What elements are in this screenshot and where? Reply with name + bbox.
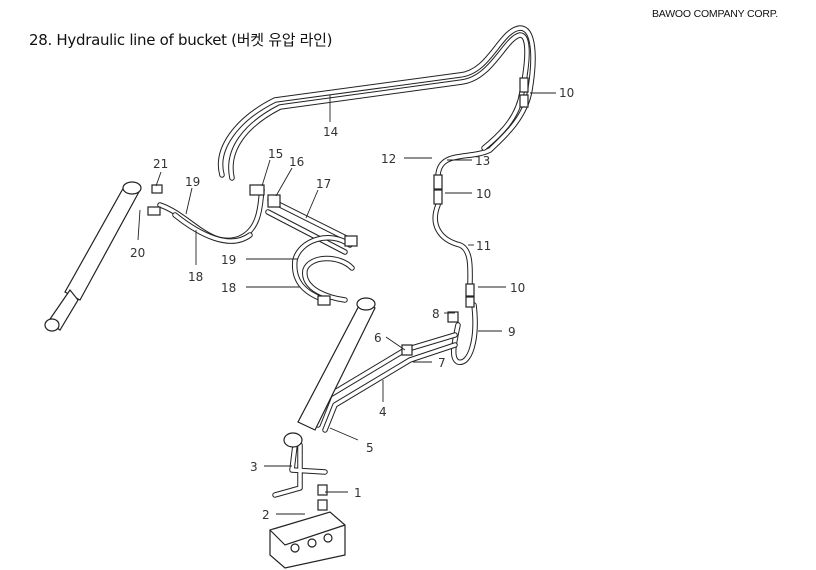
callout-18: 18 (188, 270, 203, 284)
callout-5: 5 (366, 441, 374, 455)
callout-19: 19 (221, 253, 236, 267)
callout-4: 4 (379, 405, 387, 419)
callout-8: 8 (432, 307, 440, 321)
callout-7: 7 (438, 356, 446, 370)
callout-18: 18 (221, 281, 236, 295)
control-valve (269, 511, 346, 569)
callout-10: 10 (559, 86, 574, 100)
page-title: 28. Hydraulic line of bucket (버켓 유압 라인) (29, 31, 333, 49)
callout-15: 15 (268, 147, 283, 161)
callout-16: 16 (289, 155, 304, 169)
callout-13: 13 (475, 154, 490, 168)
callout-2: 2 (262, 508, 270, 522)
callout-6: 6 (374, 331, 382, 345)
callout-9: 9 (508, 325, 516, 339)
callout-1: 1 (354, 486, 362, 500)
callout-3: 3 (250, 460, 258, 474)
callout-14: 14 (323, 125, 338, 139)
callout-11: 11 (476, 239, 491, 253)
hoses (157, 25, 536, 498)
callout-10: 10 (510, 281, 525, 295)
leader-lines (137, 92, 556, 515)
callout-20: 20 (130, 246, 145, 260)
callout-10: 10 (476, 187, 491, 201)
cylinders (44, 181, 376, 448)
fittings (147, 77, 529, 511)
callout-21: 21 (153, 157, 168, 171)
callout-17: 17 (316, 177, 331, 191)
callout-numbers: 10 14 15 16 21 19 17 12 13 10 11 20 18 1… (130, 86, 574, 522)
callout-12: 12 (381, 152, 396, 166)
callout-19: 19 (185, 175, 200, 189)
company-name: BAWOO COMPANY CORP. (652, 8, 778, 20)
